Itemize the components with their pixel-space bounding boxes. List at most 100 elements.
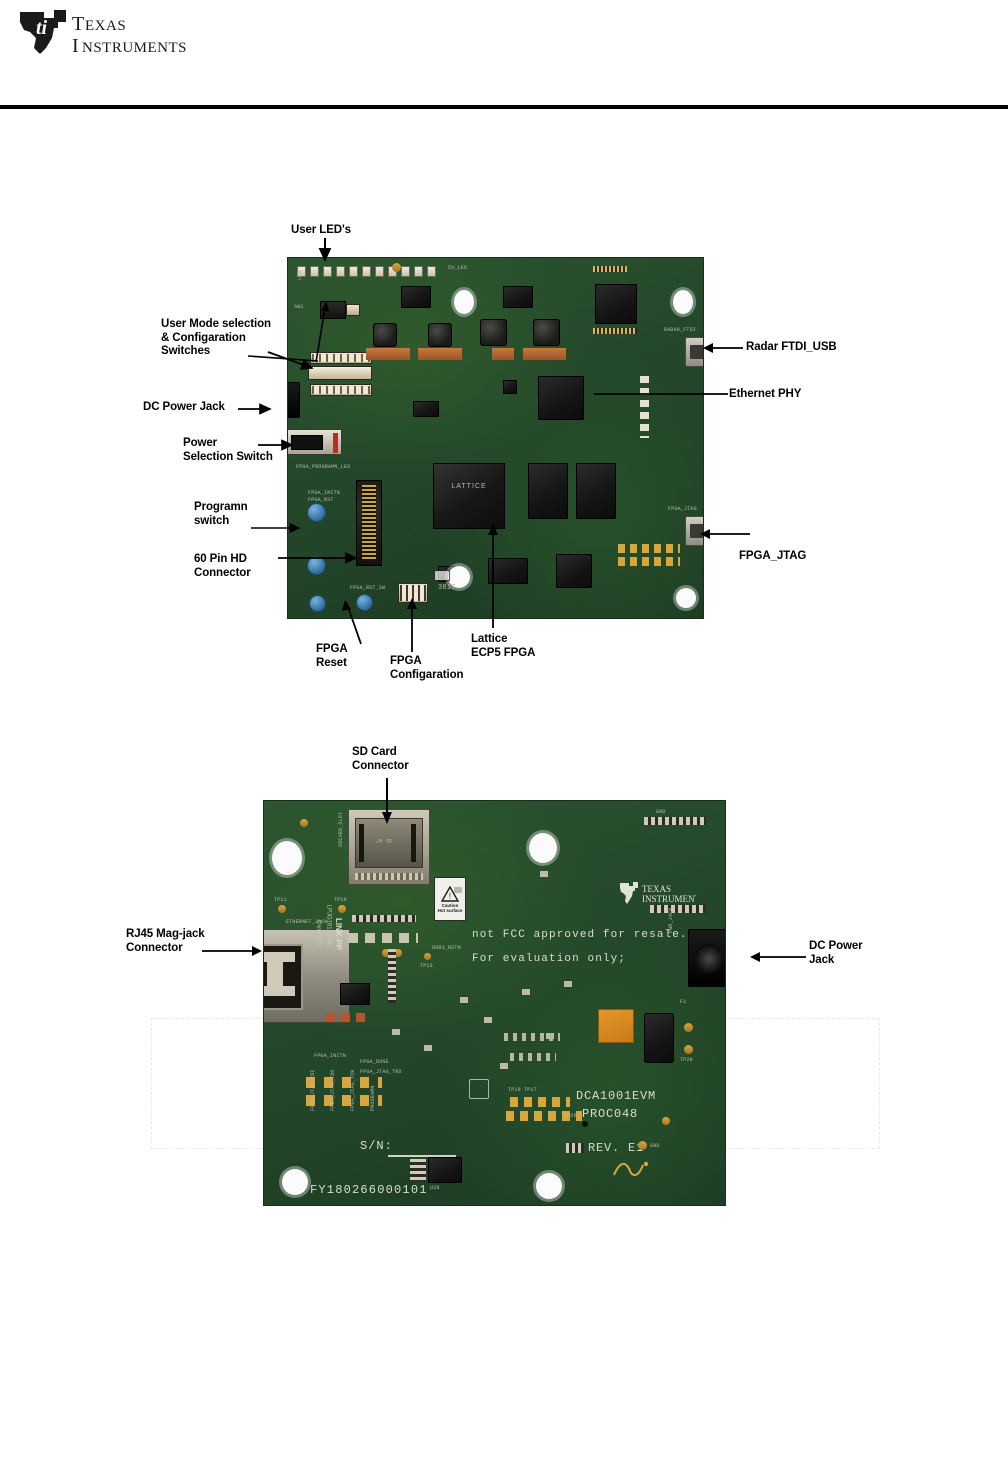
sd-card-connector-slot	[348, 809, 430, 885]
silk-ethernet-jack: ETHERNET_JACK	[286, 919, 328, 925]
silk-serial-number: FY180266000101	[310, 1183, 428, 1197]
transformer-component	[598, 1009, 634, 1043]
leader-power-selection-switch	[258, 438, 300, 452]
leader-rj45-magjack	[202, 944, 264, 958]
svg-text:I: I	[72, 35, 79, 57]
silk-fpga-initn: FPGA_INITN	[308, 490, 341, 496]
svg-text:ti: ti	[36, 17, 48, 39]
mounting-hole	[673, 290, 693, 314]
callout-user-leds: User LED's	[291, 224, 351, 236]
test-point	[300, 819, 308, 827]
leader-hd-connector	[278, 551, 364, 565]
mounting-hole	[536, 1173, 562, 1199]
callout-user-mode-switches: User Mode selection & Configaration Swit…	[161, 318, 271, 357]
silk-fpga-jtag: FPGA_JTAG	[668, 506, 697, 512]
mounting-hole	[272, 841, 302, 875]
silk-board-rev: REV. E1	[588, 1141, 645, 1155]
silk-fpga-done: FPGA_DONE	[360, 1059, 389, 1065]
leader-config-switches	[267, 351, 320, 374]
power-inductor	[480, 319, 507, 346]
callout-sd-card-connector: SD Card Connector	[352, 746, 409, 772]
capture-button[interactable]	[307, 556, 326, 575]
leader-ethernet-phy	[594, 388, 730, 400]
leader-dc-power-jack	[238, 402, 278, 416]
callout-radar-ftdi-usb: Radar FTDI_USB	[746, 341, 837, 353]
aux-button[interactable]	[309, 595, 326, 612]
silk-fpga-initn-bottom: FPGA_INITN	[314, 1053, 347, 1059]
silk-fcc-line-2: For evaluation only;	[472, 953, 627, 965]
program-switch-button[interactable]	[307, 503, 326, 522]
silk-radar-ftdi: RADAR_FTDI	[664, 327, 697, 333]
power-selection-switch[interactable]	[288, 429, 342, 455]
leader-radar-ftdi-usb	[703, 341, 747, 355]
leader-fpga-reset	[340, 600, 368, 646]
leader-fpga-configuration	[406, 598, 420, 654]
callout-program-switch: Programn switch	[194, 501, 248, 527]
fpga-reset-button[interactable]	[356, 594, 373, 611]
ti-logo: ti T EXAS I NSTRUMENTS	[14, 8, 204, 60]
callout-power-selection-switch: Power Selection Switch	[183, 437, 273, 463]
power-inductor	[533, 319, 560, 346]
silk-fpga-rst-sw: FPGA_RST_SW	[350, 585, 386, 591]
ddr-memory-chip	[528, 463, 568, 519]
leader-program-switch	[251, 521, 307, 535]
callout-rj45-magjack: RJ45 Mag-jack Connector	[126, 928, 205, 954]
leader-sd-card-connector	[381, 778, 395, 826]
callout-fpga-configuration: FPGA Configaration	[390, 655, 464, 681]
silk-date-code: 3817	[438, 584, 456, 592]
dc-power-jack-connector	[288, 382, 300, 418]
leader-user-leds	[318, 238, 360, 266]
rj45-magjack-connector: LINK-PP LPJG16144ANL Chip M 1737	[264, 905, 350, 1023]
leader-lattice-fpga	[487, 524, 501, 630]
configuration-dip-switch-2	[308, 366, 372, 380]
callout-dc-power-jack: DC Power Jack	[143, 401, 225, 413]
silk-serial-label: S/N:	[360, 1139, 393, 1153]
power-module	[644, 1013, 674, 1063]
silk-fpga-jtag-trd: FPGA_JTAG_TRD	[360, 1069, 402, 1075]
callout-ethernet-phy: Ethernet PHY	[729, 388, 802, 400]
svg-text:!: !	[449, 892, 451, 901]
silk-sdcard-slot: SDCARD_SLOT	[338, 811, 344, 847]
silk-board-id: DCA1001EVM	[576, 1089, 657, 1103]
mounting-hole	[676, 588, 696, 608]
svg-text:EXAS: EXAS	[85, 18, 126, 34]
mounting-hole	[529, 833, 557, 863]
sixty-pin-hd-connector	[356, 480, 382, 566]
silk-pwr-jack: PWR_JACK	[668, 907, 674, 933]
callout-lattice-fpga: Lattice ECP5 FPGA	[471, 633, 536, 659]
test-point	[392, 263, 401, 272]
microcontroller-chip	[595, 284, 637, 324]
lattice-ecp5-fpga-chip: LATTICE	[433, 463, 505, 529]
mistral-logo	[612, 1159, 652, 1179]
silk-5v-led: 5V_LED	[448, 265, 468, 271]
svg-text:T: T	[72, 13, 85, 35]
ddr-memory-chip	[576, 463, 616, 519]
silk-ddr3-rstn: DDR3_RSTN	[432, 945, 461, 951]
rohs-symbol	[469, 1079, 489, 1099]
mounting-hole	[454, 290, 474, 314]
leader-dc-power-jack-bottom	[750, 950, 810, 964]
callout-hd-connector: 60 Pin HD Connector	[194, 553, 251, 579]
silk-fcc-line-1: not FCC approved for resale.	[472, 929, 688, 941]
radar-ftdi-usb-connector	[685, 337, 703, 367]
silk-board-proc: PROC048	[582, 1107, 639, 1121]
svg-text:TEXAS: TEXAS	[642, 884, 671, 894]
serial-number-write-line	[388, 1155, 456, 1157]
fpga-jtag-usb-connector	[685, 516, 703, 546]
callout-fpga-jtag: FPGA_JTAG	[739, 550, 807, 562]
mounting-hole	[448, 566, 470, 588]
mounting-hole	[282, 1169, 308, 1195]
ethernet-phy-chip	[538, 376, 584, 420]
callout-fpga-reset: FPGA Reset	[316, 643, 348, 669]
svg-text:NSTRUMENTS: NSTRUMENTS	[82, 40, 187, 56]
power-inductor	[373, 323, 397, 347]
callout-dc-power-jack-bottom: DC Power Jack	[809, 940, 863, 966]
silk-fpga-programn-led: FPGA_PROGRAMN_LED	[296, 464, 351, 470]
power-inductor	[428, 323, 452, 347]
silk-fpga-rst: FPGA_RST	[308, 497, 334, 503]
silk-sd-n7: SD N7	[376, 837, 393, 843]
